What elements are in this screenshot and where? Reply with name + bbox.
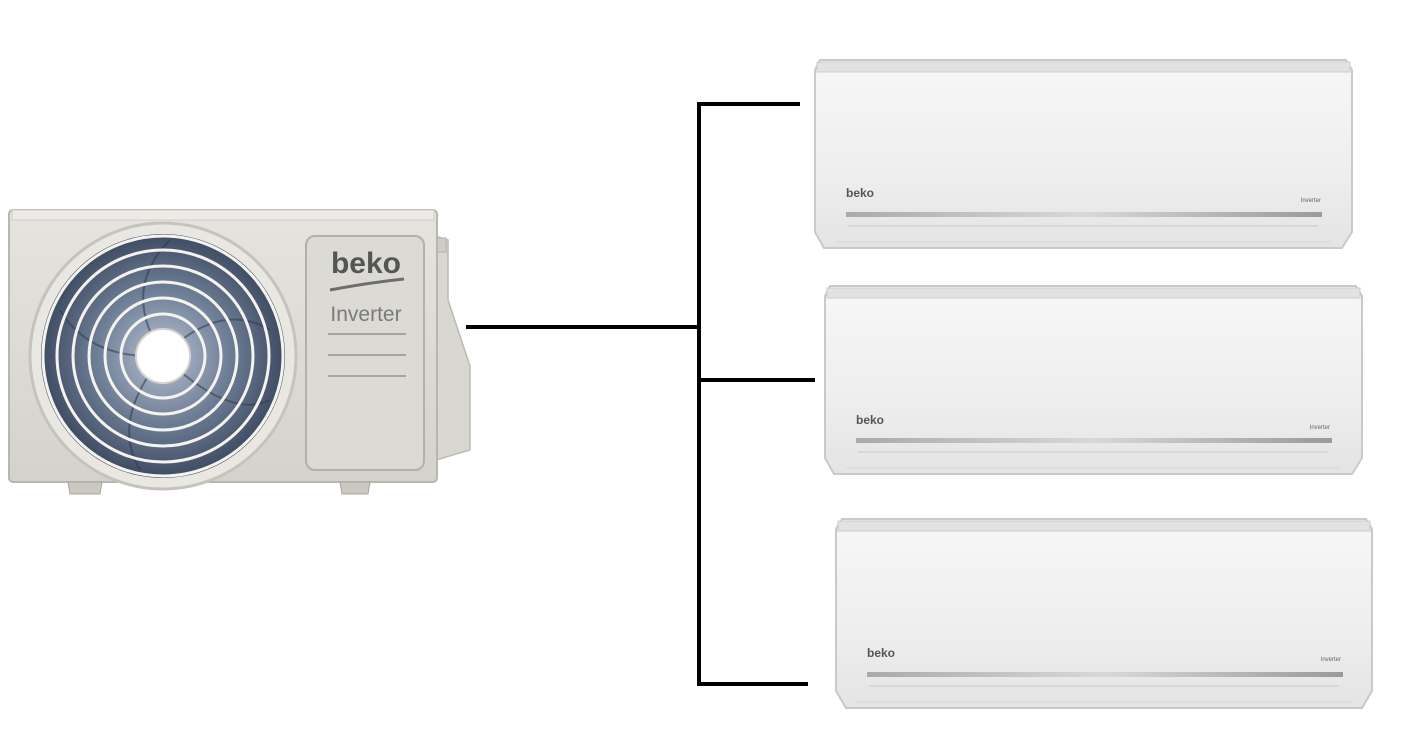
- indoor-brand-logo: beko: [846, 186, 874, 200]
- display-strip: [846, 212, 1322, 217]
- indoor-unit-2: beko Inverter: [824, 285, 1363, 475]
- indoor-brand-logo: beko: [867, 646, 895, 660]
- indoor-unit-3: beko Inverter: [835, 518, 1373, 709]
- outdoor-unit: beko Inverter: [8, 209, 471, 495]
- indoor-unit-1: beko Inverter: [814, 59, 1353, 249]
- outdoor-model-label: Inverter: [330, 303, 401, 326]
- outdoor-front-panel: [305, 235, 425, 471]
- indoor-model-label: Inverter: [1321, 657, 1341, 663]
- indoor-model-label: Inverter: [1301, 198, 1321, 204]
- outdoor-brand-logo: beko: [331, 247, 401, 280]
- indoor-model-label: Inverter: [1310, 425, 1330, 431]
- refrigerant-connector-lines: [466, 102, 815, 686]
- display-strip: [856, 438, 1332, 443]
- fan-grille-icon: [28, 221, 298, 491]
- display-strip: [867, 672, 1343, 677]
- indoor-brand-logo: beko: [856, 413, 884, 427]
